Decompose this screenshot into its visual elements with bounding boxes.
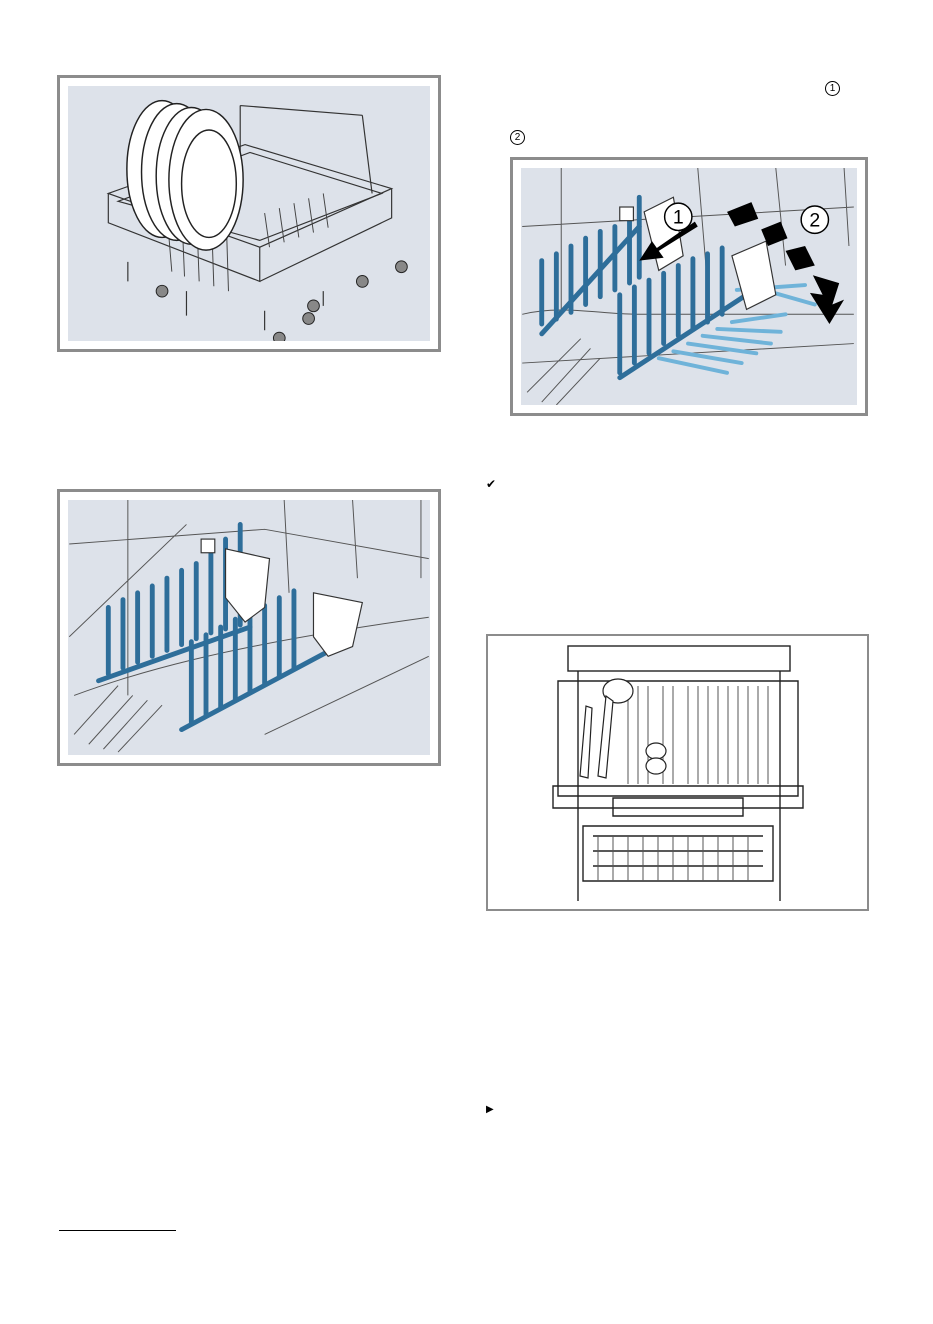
tines-upright-illustration — [68, 500, 430, 755]
step-callout-1: 1 — [825, 81, 840, 96]
figure-dishwasher-cutlery-drawer — [486, 634, 869, 911]
result-check-icon: ✔ — [486, 478, 496, 490]
basket-with-plates-illustration — [68, 86, 430, 341]
step-callout-2: 2 — [510, 130, 525, 145]
fig2-callout-2-label: 2 — [809, 210, 820, 232]
fig2-callout-1-label: 1 — [673, 207, 684, 229]
figure-basket-with-plates — [57, 75, 441, 352]
figure-tines-upright — [57, 489, 441, 766]
figure-folding-tines: 1 2 — [510, 157, 868, 416]
dishwasher-illustration — [488, 636, 867, 909]
footnote-rule — [59, 1230, 176, 1231]
folding-tines-illustration: 1 2 — [521, 168, 857, 405]
action-triangle-icon: ▶ — [486, 1104, 494, 1116]
